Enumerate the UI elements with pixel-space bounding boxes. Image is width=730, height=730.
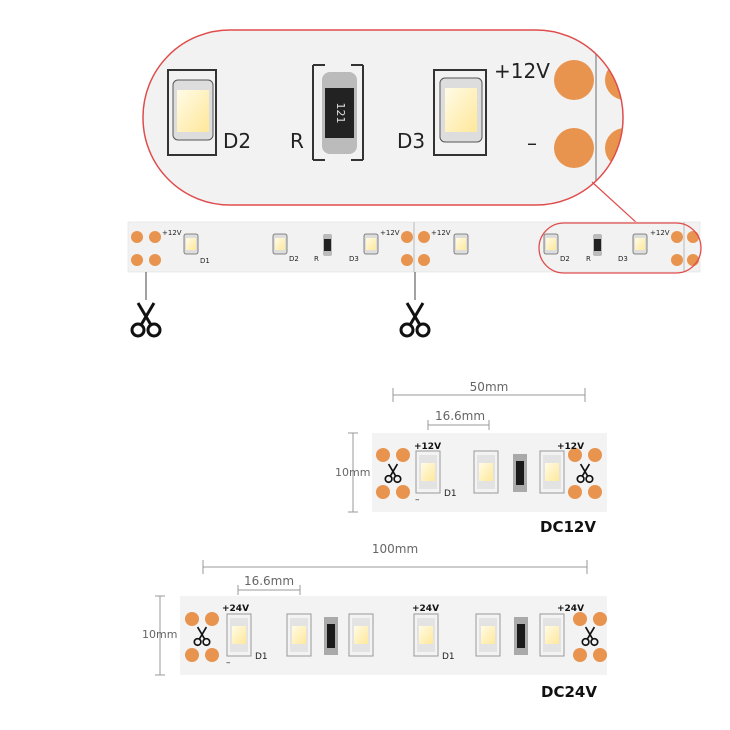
- dc24-span-label: 100mm: [372, 542, 418, 556]
- zoom-label-r: R: [290, 129, 304, 153]
- zoom-resistor: 121: [312, 64, 364, 161]
- dc24-diagram: 100mm 16.6mm 10mm: [142, 542, 607, 701]
- dc12-voltage-label: DC12V: [540, 518, 596, 536]
- dc24-minus: –: [226, 658, 231, 668]
- zoom-label-d3: D3: [397, 129, 425, 153]
- strip-highlight: [538, 222, 702, 274]
- strip-plus12-a: +12V: [162, 229, 182, 237]
- cut-markers: [130, 272, 431, 338]
- zoom-led-d2: [167, 69, 217, 156]
- strip-plus12-b: +12V: [380, 229, 400, 237]
- dc24-width-label: 10mm: [142, 628, 177, 641]
- zoom-callout: 121 D2 R D3 +12V –: [142, 29, 639, 225]
- strip-d1: D1: [200, 257, 210, 265]
- scissors-icon: [576, 463, 594, 484]
- dc12-minus: –: [415, 495, 420, 505]
- strip-r-a: R: [314, 255, 319, 263]
- strip-r-b: R: [586, 255, 591, 263]
- zoom-pad-top: [554, 60, 594, 100]
- strip-plus12-c: +12V: [431, 229, 451, 237]
- dc12-d1: D1: [444, 489, 457, 499]
- zoom-pad-bottom: [554, 128, 594, 168]
- dc24-plus-a: +24V: [222, 604, 249, 614]
- resistor-code: 121: [334, 103, 347, 124]
- zoom-led-d3: [433, 69, 487, 156]
- strip-d3-a: D3: [349, 255, 359, 263]
- dc12-plus-right: +12V: [557, 442, 584, 452]
- strip-d2-b: D2: [560, 255, 570, 263]
- strip-d2-a: D2: [289, 255, 299, 263]
- dc24-plus-c: +24V: [557, 604, 584, 614]
- dc12-pitch-label: 16.6mm: [435, 409, 485, 423]
- zoom-label-plus12: +12V: [494, 59, 550, 83]
- zoom-label-d2: D2: [223, 129, 251, 153]
- dc24-d1-a: D1: [255, 652, 268, 662]
- strip-plus12-d: +12V: [650, 229, 670, 237]
- scissors-icon: [130, 302, 162, 338]
- scissors-icon: [193, 626, 211, 647]
- dc12-plus-left: +12V: [414, 442, 441, 452]
- scissors-icon: [399, 302, 431, 338]
- dc12-span-label: 50mm: [470, 380, 509, 394]
- scissors-icon: [581, 626, 599, 647]
- scissors-icon: [384, 463, 402, 484]
- dc12-diagram: 50mm 16.6mm 10mm +12V +12V D: [335, 380, 607, 536]
- dc24-plus-b: +24V: [412, 604, 439, 614]
- dc24-pitch-label: 16.6mm: [244, 574, 294, 588]
- dc24-d1-b: D1: [442, 652, 455, 662]
- dc12-width-label: 10mm: [335, 466, 370, 479]
- dc24-voltage-label: DC24V: [541, 683, 597, 701]
- zoom-label-minus: –: [527, 131, 537, 155]
- strip-d3-b: D3: [618, 255, 628, 263]
- long-strip: +12V D1 D2 R D3 +12V +12V D2 R D3 +12V: [127, 221, 702, 274]
